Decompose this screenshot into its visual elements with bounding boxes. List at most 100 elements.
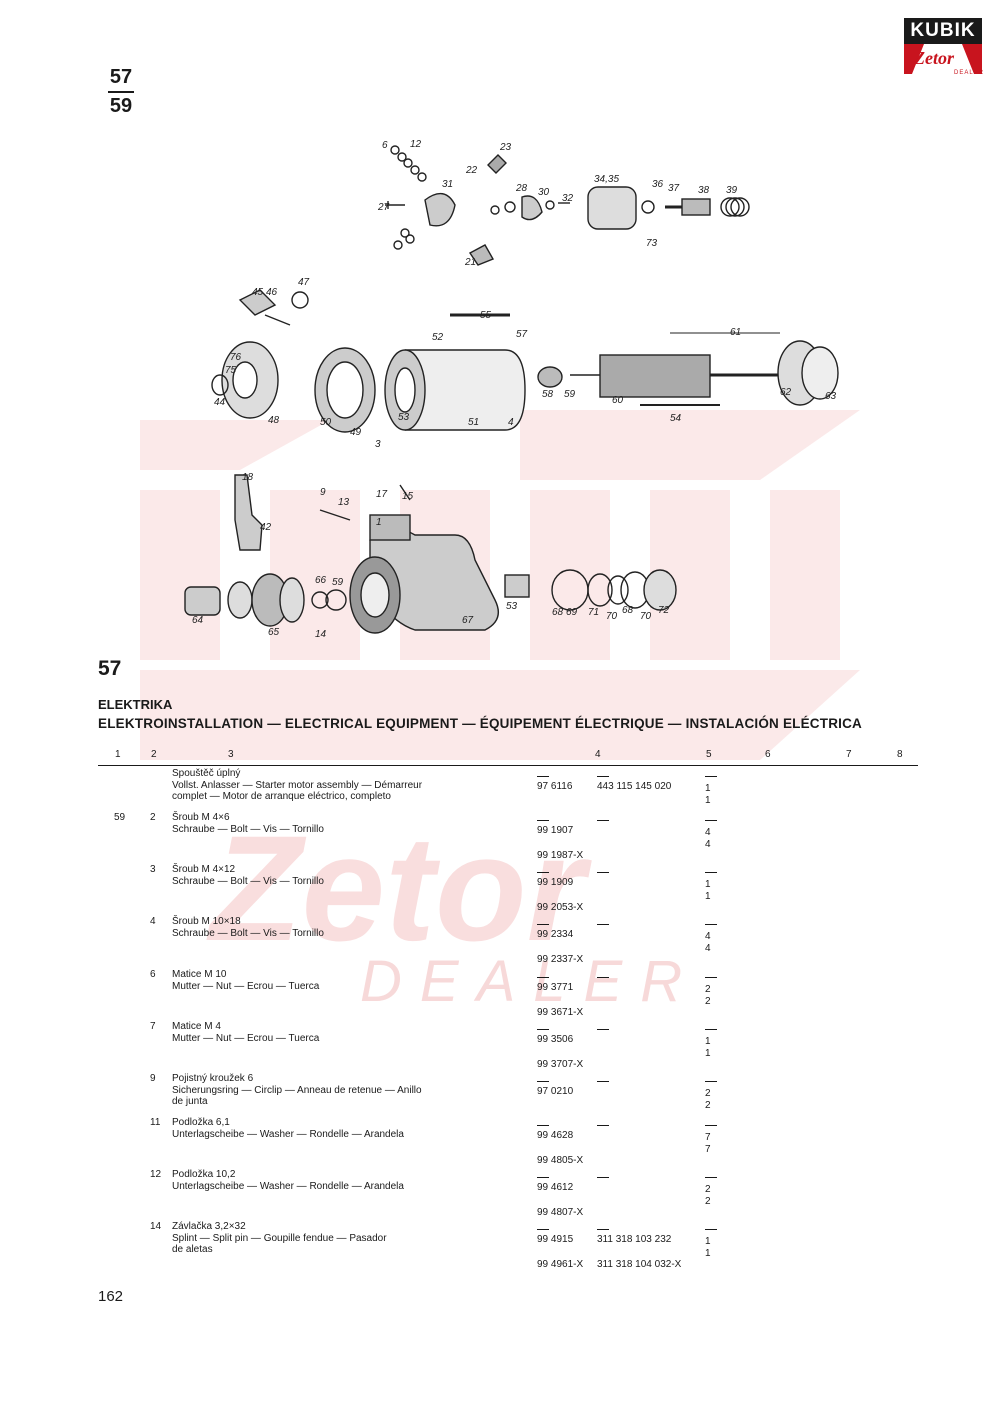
stator-housing-icon — [384, 313, 526, 431]
small-rings-icon — [490, 195, 570, 221]
svg-text:73: 73 — [646, 238, 658, 249]
cap-icon — [424, 192, 456, 227]
dash-mark — [705, 771, 717, 783]
dash-mark — [537, 1076, 549, 1088]
svg-text:50: 50 — [320, 417, 332, 428]
part-number-alt: 99 3671-X — [537, 1007, 584, 1018]
quantity: 7 — [705, 1144, 711, 1155]
brush-holder-parts-icon — [238, 289, 309, 326]
description-line: Šroub M 4×12 — [172, 864, 236, 875]
dash-mark — [597, 919, 609, 931]
svg-text:58: 58 — [542, 389, 554, 400]
description-line: Mutter — Nut — Ecrou — Tuerca — [172, 980, 320, 992]
dash-mark — [597, 815, 609, 827]
part-number: 99 4628 — [537, 1130, 574, 1141]
svg-text:75: 75 — [225, 365, 237, 376]
svg-text:27: 27 — [377, 202, 390, 213]
dash-mark — [705, 1172, 717, 1184]
description-line: Šroub M 10×18 — [172, 916, 241, 927]
clip-icon — [468, 244, 495, 266]
col-head: 2 — [151, 749, 157, 760]
svg-text:39: 39 — [726, 185, 738, 196]
description-line: Vollst. Anlasser — Starter motor assembl… — [172, 779, 423, 791]
top-armature-shaft-icon — [587, 186, 750, 230]
description-line: Unterlagscheibe — Washer — Rondelle — Ar… — [172, 1128, 404, 1140]
description-line: Podložka 6,1 — [172, 1117, 230, 1128]
logo-kubik-text: KUBIK — [904, 18, 982, 44]
svg-text:15: 15 — [402, 491, 414, 502]
description-line: Pojistný kroužek 6 — [172, 1073, 254, 1084]
quantity: 4 — [705, 839, 711, 850]
svg-text:72: 72 — [658, 605, 670, 616]
dash-mark — [597, 1172, 609, 1184]
commutator-end-ring-icon — [314, 347, 376, 433]
svg-text:38: 38 — [698, 185, 710, 196]
quantity: 2 — [705, 1088, 711, 1099]
header-rule — [98, 765, 918, 766]
svg-text:13: 13 — [338, 497, 350, 508]
col-head: 6 — [765, 749, 771, 760]
quantity: 2 — [705, 1196, 711, 1207]
screw-icon — [385, 201, 405, 209]
dash-mark — [537, 919, 549, 931]
part-number-alt: 99 4805-X — [537, 1155, 584, 1166]
quantity: 1 — [705, 795, 711, 806]
drive-end-flange-icon — [777, 340, 839, 406]
oe-number-alt: 311 318 104 032-X — [597, 1259, 682, 1270]
page-ref-bottom: 59 — [109, 95, 133, 117]
svg-text:48: 48 — [268, 415, 280, 426]
position-number: 4 — [150, 916, 156, 927]
svg-text:36: 36 — [652, 179, 664, 190]
svg-text:71: 71 — [588, 607, 599, 618]
quantity: 2 — [705, 996, 711, 1007]
col-head: 3 — [228, 749, 234, 760]
svg-text:1: 1 — [376, 517, 382, 528]
svg-text:22: 22 — [465, 165, 478, 176]
svg-text:63: 63 — [825, 391, 837, 402]
dash-mark — [537, 1172, 549, 1184]
page-ref-top: 57 — [109, 66, 133, 88]
dash-mark — [705, 1076, 717, 1088]
bushing-icon — [504, 574, 530, 598]
kubik-zetor-logo: KUBIK Zetor DEALER — [904, 18, 983, 82]
watermark-dealer-text: DEALER — [360, 949, 701, 1014]
shift-lever-icon — [234, 474, 263, 551]
part-number: 99 2334 — [537, 929, 574, 940]
svg-text:53: 53 — [506, 601, 518, 612]
svg-text:52: 52 — [432, 332, 444, 343]
dash-mark — [705, 919, 717, 931]
dash-mark — [597, 972, 609, 984]
dash-mark — [537, 815, 549, 827]
svg-text:53: 53 — [398, 412, 410, 423]
part-number: 99 1907 — [537, 825, 574, 836]
svg-text:32: 32 — [562, 193, 574, 204]
description-line: Mutter — Nut — Ecrou — Tuerca — [172, 1032, 320, 1044]
description-line: de aletas — [172, 1244, 213, 1255]
part-number-alt: 99 2337-X — [537, 954, 584, 965]
dash-mark — [597, 1024, 609, 1036]
quantity: 1 — [705, 783, 711, 794]
oe-number: 311 318 103 232 — [597, 1234, 672, 1245]
description-line: Matice M 4 — [172, 1021, 221, 1032]
svg-text:6: 6 — [382, 140, 388, 151]
svg-text:59: 59 — [332, 577, 344, 588]
quantity: 7 — [705, 1132, 711, 1143]
part-number: 99 4915 — [537, 1234, 574, 1245]
armature-icon — [537, 332, 780, 406]
quantity: 4 — [705, 931, 711, 942]
svg-text:55: 55 — [480, 310, 492, 321]
svg-text:30: 30 — [538, 187, 550, 198]
part-number-alt: 99 2053-X — [537, 902, 584, 913]
position-number: 14 — [150, 1221, 162, 1232]
svg-text:49: 49 — [350, 427, 362, 438]
section-subtitle: ELEKTROINSTALLATION — ELECTRICAL EQUIPME… — [98, 716, 863, 731]
svg-text:76: 76 — [230, 352, 242, 363]
svg-text:61: 61 — [730, 327, 741, 338]
dash-mark — [705, 972, 717, 984]
quantity: 1 — [705, 1048, 711, 1059]
dash-mark — [537, 1120, 549, 1132]
fig-ref: 59 — [114, 812, 126, 823]
svg-text:68: 68 — [552, 607, 564, 618]
logo-red-chevron-icon — [904, 44, 982, 74]
dash-mark — [597, 867, 609, 879]
